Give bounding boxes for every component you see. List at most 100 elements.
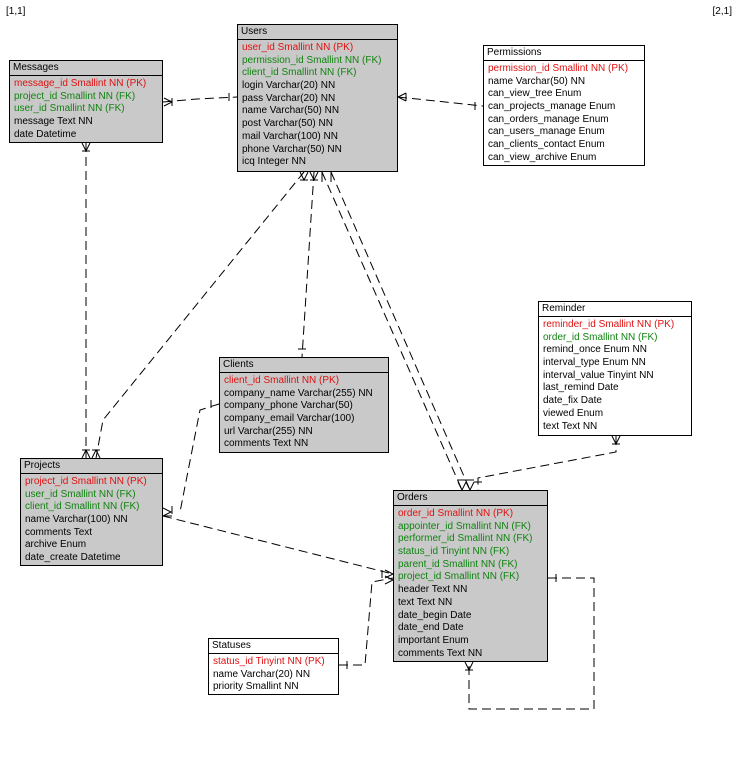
- relation-projects-orders: [162, 515, 394, 575]
- relation-users-clients: [301, 171, 315, 358]
- relation-clients-projects: [179, 403, 220, 513]
- marker-orders-bottom: [464, 661, 474, 672]
- entity-permissions[interactable]: Permissions permission_id Smallint NN (P…: [483, 45, 645, 166]
- entity-fields: status_id Tinyint NN (PK)name Varchar(20…: [209, 654, 338, 694]
- entity-field: client_id Smallint NN (FK): [242, 67, 357, 79]
- entity-field: company_email Varchar(100): [224, 413, 355, 425]
- relation-users-orders-performer: [330, 171, 471, 491]
- entity-orders[interactable]: Orders order_id Smallint NN (PK)appointe…: [393, 490, 548, 662]
- entity-field: priority Smallint NN: [213, 681, 299, 693]
- entity-field: message_id Smallint NN (PK): [14, 78, 147, 89]
- entity-field: date_end Date: [398, 622, 464, 634]
- entity-title: Messages: [10, 61, 162, 76]
- entity-title: Permissions: [484, 46, 644, 61]
- entity-field: date_begin Date: [398, 609, 472, 621]
- entity-messages[interactable]: Messages message_id Smallint NN (PK)proj…: [9, 60, 163, 143]
- entity-field: phone Varchar(50) NN: [242, 143, 342, 155]
- entity-field: date Datetime: [14, 128, 77, 140]
- entity-field: order_id Smallint NN (PK): [398, 508, 514, 519]
- entity-field: order_id Smallint NN (FK): [543, 331, 658, 343]
- marker-messages-bottom: [81, 142, 91, 153]
- entity-field: can_users_manage Enum: [488, 126, 605, 138]
- entity-field: comments Text NN: [224, 438, 309, 450]
- relation-statuses-orders: [339, 577, 394, 666]
- relation-users-orders-appointer: [321, 171, 463, 491]
- relation-reminder-orders: [477, 436, 617, 490]
- entity-field: last_remind Date: [543, 382, 619, 394]
- entity-field: text Text NN: [543, 420, 598, 432]
- relation-messages-users: [162, 96, 238, 103]
- entity-field: user_id Smallint NN (FK): [14, 103, 125, 115]
- entity-projects[interactable]: Projects project_id Smallint NN (PK)user…: [20, 458, 163, 566]
- entity-title: Clients: [220, 358, 388, 373]
- entity-field: appointer_id Smallint NN (FK): [398, 520, 531, 532]
- page-coordinate-left: [1,1]: [6, 6, 26, 17]
- entity-field: can_view_tree Enum: [488, 88, 582, 100]
- marker-users-bottom-b: [309, 171, 319, 182]
- entity-field: project_id Smallint NN (FK): [14, 90, 136, 102]
- marker-reminder-bottom: [611, 435, 621, 446]
- entity-field: remind_once Enum NN: [543, 344, 647, 356]
- entity-field: can_orders_manage Enum: [488, 113, 609, 125]
- entity-field: login Varchar(20) NN: [242, 80, 336, 92]
- entity-field: message Text NN: [14, 116, 93, 128]
- entity-field: reminder_id Smallint NN (PK): [543, 319, 675, 330]
- entity-field: comments Text: [25, 526, 93, 538]
- entity-field: date_fix Date: [543, 395, 602, 407]
- entity-fields: reminder_id Smallint NN (PK)order_id Sma…: [539, 317, 691, 433]
- entity-field: name Varchar(100) NN: [25, 514, 128, 526]
- entity-fields: message_id Smallint NN (PK)project_id Sm…: [10, 76, 162, 141]
- entity-field: company_name Varchar(255) NN: [224, 387, 373, 399]
- entity-field: name Varchar(50) NN: [242, 105, 340, 117]
- entity-fields: order_id Smallint NN (PK)appointer_id Sm…: [394, 506, 547, 660]
- entity-title: Projects: [21, 459, 162, 474]
- entity-field: archive Enum: [25, 539, 87, 551]
- entity-field: pass Varchar(20) NN: [242, 92, 336, 104]
- entity-field: header Text NN: [398, 584, 468, 596]
- entity-field: status_id Tinyint NN (FK): [398, 546, 510, 558]
- entity-field: interval_type Enum NN: [543, 357, 646, 369]
- entity-field: date_create Datetime: [25, 552, 121, 564]
- entity-reminder[interactable]: Reminder reminder_id Smallint NN (PK)ord…: [538, 301, 692, 436]
- entity-field: project_id Smallint NN (FK): [398, 571, 520, 583]
- entity-field: icq Integer NN: [242, 156, 306, 168]
- entity-statuses[interactable]: Statuses status_id Tinyint NN (PK)name V…: [208, 638, 339, 695]
- entity-clients[interactable]: Clients client_id Smallint NN (PK)compan…: [219, 357, 389, 453]
- marker-projects-top-b: [91, 448, 101, 459]
- relation-orders-parent: [468, 577, 595, 710]
- entity-field: can_view_archive Enum: [488, 151, 597, 163]
- entity-field: parent_id Smallint NN (FK): [398, 558, 518, 570]
- entity-field: user_id Smallint NN (PK): [242, 42, 354, 53]
- entity-field: important Enum: [398, 634, 469, 646]
- entity-field: client_id Smallint NN (PK): [224, 375, 340, 386]
- entity-field: client_id Smallint NN (FK): [25, 501, 140, 513]
- marker-orders-top-a: [457, 479, 467, 492]
- entity-fields: user_id Smallint NN (PK)permission_id Sm…: [238, 40, 397, 169]
- marker-projects-top-a: [81, 448, 91, 459]
- entity-field: permission_id Smallint NN (FK): [242, 54, 382, 66]
- entity-field: interval_value Tinyint NN: [543, 369, 654, 381]
- entity-title: Statuses: [209, 639, 338, 654]
- entity-title: Users: [238, 25, 397, 40]
- entity-title: Orders: [394, 491, 547, 506]
- marker-users-bottom-a: [299, 171, 309, 182]
- entity-field: text Text NN: [398, 596, 453, 608]
- marker-users-right: [396, 92, 407, 102]
- marker-messages-end: [163, 97, 174, 107]
- entity-field: comments Text NN: [398, 647, 483, 659]
- entity-field: name Varchar(20) NN: [213, 668, 311, 680]
- entity-fields: permission_id Smallint NN (PK)name Varch…: [484, 61, 644, 165]
- marker-orders-top-b: [465, 479, 475, 492]
- entity-field: company_phone Varchar(50): [224, 400, 353, 412]
- entity-field: viewed Enum: [543, 407, 604, 419]
- relation-users-permissions: [397, 96, 484, 107]
- entity-fields: project_id Smallint NN (PK)user_id Small…: [21, 474, 162, 565]
- entity-users[interactable]: Users user_id Smallint NN (PK)permission…: [237, 24, 398, 172]
- entity-field: performer_id Smallint NN (FK): [398, 533, 533, 545]
- entity-field: project_id Smallint NN (PK): [25, 476, 147, 487]
- marker-projects-right-a: [162, 506, 173, 517]
- entity-field: name Varchar(50) NN: [488, 75, 586, 87]
- entity-field: can_projects_manage Enum: [488, 101, 616, 113]
- entity-field: url Varchar(255) NN: [224, 425, 313, 437]
